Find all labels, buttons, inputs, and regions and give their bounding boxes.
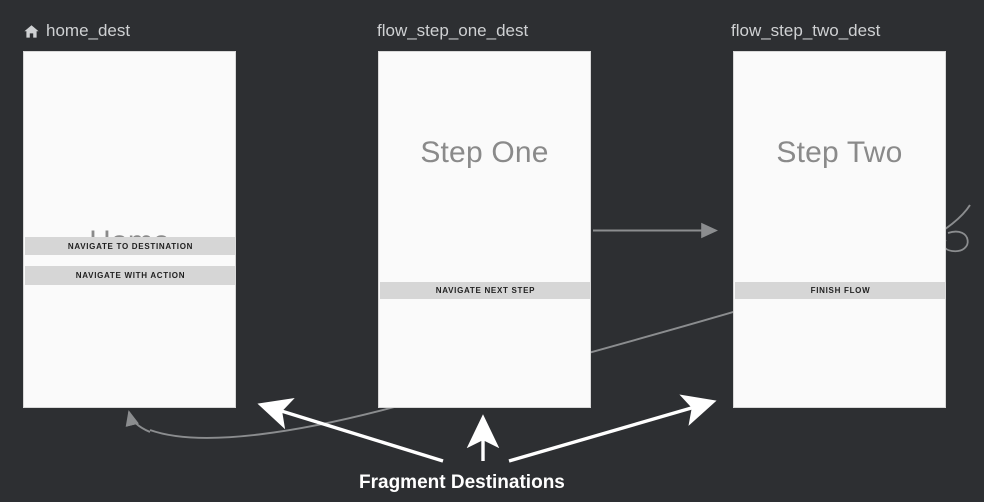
destination-label-text: flow_step_two_dest — [731, 21, 881, 40]
destination-label-home_dest[interactable]: home_dest — [23, 21, 130, 41]
destination-label-text: flow_step_one_dest — [377, 21, 529, 40]
destination-label-flow_step_one_dest[interactable]: flow_step_one_dest — [377, 21, 528, 41]
diagram-caption: Fragment Destinations — [359, 472, 565, 493]
callout-arrow-step-two — [508, 394, 717, 463]
home-icon — [23, 23, 40, 40]
destination-label-flow_step_two_dest[interactable]: flow_step_two_dest — [731, 21, 880, 41]
destination-label-text: home_dest — [46, 21, 131, 40]
destination-preview-flow_step_one_dest[interactable]: Step One NAVIGATE NEXT STEP — [378, 51, 591, 408]
edge-step-two-self-loop — [942, 230, 969, 252]
destination-preview-flow_step_two_dest[interactable]: Step Two FINISH FLOW — [733, 51, 946, 408]
screen-title: Step One — [420, 136, 549, 169]
callout-arrow-home — [257, 398, 444, 463]
button-navigate-next-step[interactable]: NAVIGATE NEXT STEP — [380, 282, 590, 299]
button-navigate-with-action[interactable]: NAVIGATE WITH ACTION — [25, 266, 235, 285]
screen-title: Step Two — [776, 136, 903, 169]
destination-preview-home_dest[interactable]: Home NAVIGATE TO DESTINATION NAVIGATE WI… — [23, 51, 236, 408]
button-finish-flow[interactable]: FINISH FLOW — [735, 282, 945, 299]
button-navigate-to-destination[interactable]: NAVIGATE TO DESTINATION — [25, 237, 235, 255]
